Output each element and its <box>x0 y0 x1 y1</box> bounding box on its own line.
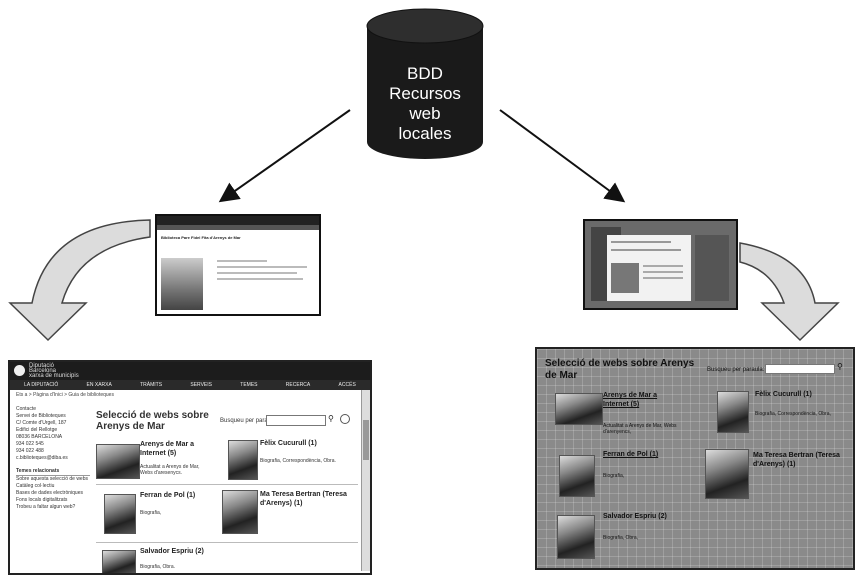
diputacio-logo-icon <box>14 365 25 376</box>
curved-arrow-right <box>739 242 840 342</box>
entry-title[interactable]: Ma Teresa Bertran (Teresa d'Arenys) (1) <box>753 452 840 468</box>
divider <box>96 484 358 485</box>
entry-portrait[interactable] <box>222 490 258 534</box>
entry-description: Actualitat a Arenys de Mar, Webs d'areny… <box>603 423 677 435</box>
header-line: xarxa de municipis <box>29 373 79 379</box>
entry-description: Biografia, Correspondència, Obra, <box>755 411 831 417</box>
search-input[interactable] <box>765 364 835 374</box>
header-line: Diputació <box>29 363 55 369</box>
scrollbar-thumb[interactable] <box>363 420 369 460</box>
sidebar-link[interactable]: Fons locals digitalitzats <box>16 497 68 503</box>
contact-line: C/ Comte d'Urgell, 187 <box>16 420 67 426</box>
database-label: BDD Recursos web locales <box>389 64 461 143</box>
entry-thumbnail[interactable] <box>96 444 140 479</box>
breadcrumb: Ets a > Pàgina d'Inici > Guia de bibliot… <box>16 392 114 398</box>
page-title: Selecció de webs sobre Arenys de Mar <box>96 410 209 432</box>
entry-description: Biografia, Correspondència, Obra. <box>260 458 336 464</box>
sidebar-link[interactable]: Trobeu a faltar algun web? <box>16 504 76 510</box>
help-icon[interactable] <box>340 414 350 424</box>
search-label: Busqueu per paraula: <box>707 367 765 373</box>
sidebar-link[interactable]: Sobre aquesta selecció de webs <box>16 476 88 482</box>
main-nav: LA DIPUTACIÓ EN XARXA TRÀMITS SERVEIS TE… <box>10 380 370 390</box>
entry-title[interactable]: Salvador Espriu (2) <box>603 513 667 520</box>
page-title: Selecció de webs sobre Arenys de Mar <box>545 358 695 381</box>
entry-description: Biografia, Obra, <box>603 535 639 541</box>
search-input[interactable] <box>266 415 326 426</box>
entry-portrait[interactable] <box>557 515 595 559</box>
search-icon[interactable]: ⚲ <box>328 414 334 423</box>
contact-email-link[interactable]: c.biblioteques@diba.es <box>16 455 68 461</box>
divider <box>96 542 358 543</box>
search-icon[interactable]: ⚲ <box>837 362 843 371</box>
scrollbar[interactable] <box>361 390 370 571</box>
database-icon <box>366 8 484 159</box>
arrow-to-left-thumb <box>218 109 351 203</box>
left-thumbnail: Biblioteca Pare Fidel Fita d'Arenys de M… <box>155 214 321 316</box>
entry-thumbnail[interactable] <box>555 393 603 425</box>
sidebar-link[interactable]: Bases de dades electròniques <box>16 490 83 496</box>
entry-description: Actualitat a Arenys de Mar, Webs d'arese… <box>140 464 200 476</box>
entry-title[interactable]: Fèlix Cucurull (1) <box>755 391 812 398</box>
nav-item[interactable]: ACCÉS <box>338 382 356 388</box>
site-header: Diputació Barcelona xarxa de municipis <box>10 362 370 380</box>
sidebar-link[interactable]: Catàleg col·lectiu <box>16 483 55 489</box>
nav-item[interactable]: LA DIPUTACIÓ <box>24 382 59 388</box>
sidebar: Contacte Servei de Biblioteques C/ Comte… <box>16 406 90 511</box>
entry-portrait[interactable] <box>559 455 595 497</box>
entry-portrait[interactable] <box>717 391 749 433</box>
entry-title[interactable]: Arenys de Mar a Internet (5) <box>140 441 195 457</box>
entry-title[interactable]: Salvador Espriu (2) <box>140 548 204 555</box>
entry-description: Biografia, <box>140 510 162 516</box>
entry-title[interactable]: Fèlix Cucurull (1) <box>260 440 317 447</box>
entry-portrait[interactable] <box>102 550 136 573</box>
contact-line: 934 022 488 <box>16 448 44 454</box>
entry-title-link[interactable]: Ferran de Pol (1) <box>603 451 659 458</box>
nav-item[interactable]: SERVEIS <box>190 382 212 388</box>
search-label: Busqueu per paraula: <box>220 418 278 424</box>
right-web-window: Selecció de webs sobre Arenys de Mar Bus… <box>535 347 855 570</box>
contact-line: 08036 BARCELONA <box>16 434 63 440</box>
entry-title-link[interactable]: Arenys de Mar a Internet (5) <box>603 392 658 408</box>
entry-portrait[interactable] <box>228 440 258 480</box>
entry-portrait[interactable] <box>705 449 749 499</box>
left-web-window: Diputació Barcelona xarxa de municipis L… <box>8 360 372 575</box>
entry-description: Biografia, Obra. <box>140 564 176 570</box>
arrow-to-right-thumb <box>499 109 626 203</box>
entry-title[interactable]: Ma Teresa Bertran (Teresa d'Arenys) (1) <box>260 491 347 507</box>
right-thumbnail <box>583 219 738 310</box>
contact-line: Edifici del Rellotge <box>16 427 58 433</box>
contact-line: Servei de Biblioteques <box>16 413 66 419</box>
header-line: Barcelona <box>29 368 57 374</box>
sidebar-heading: Temes relacionats <box>16 468 90 476</box>
entry-portrait[interactable] <box>104 494 136 534</box>
contact-line: 934 022 545 <box>16 441 44 447</box>
nav-item[interactable]: EN XARXA <box>86 382 112 388</box>
contact-line: Contacte <box>16 406 37 412</box>
nav-item[interactable]: RECERCA <box>285 382 311 388</box>
entry-title[interactable]: Ferran de Pol (1) <box>140 492 196 499</box>
curved-arrow-left <box>8 219 151 342</box>
nav-item[interactable]: TEMES <box>240 382 258 388</box>
nav-item[interactable]: TRÀMITS <box>140 382 163 388</box>
left-thumb-heading: Biblioteca Pare Fidel Fita d'Arenys de M… <box>161 235 241 240</box>
entry-description: Biografia, <box>603 473 625 479</box>
